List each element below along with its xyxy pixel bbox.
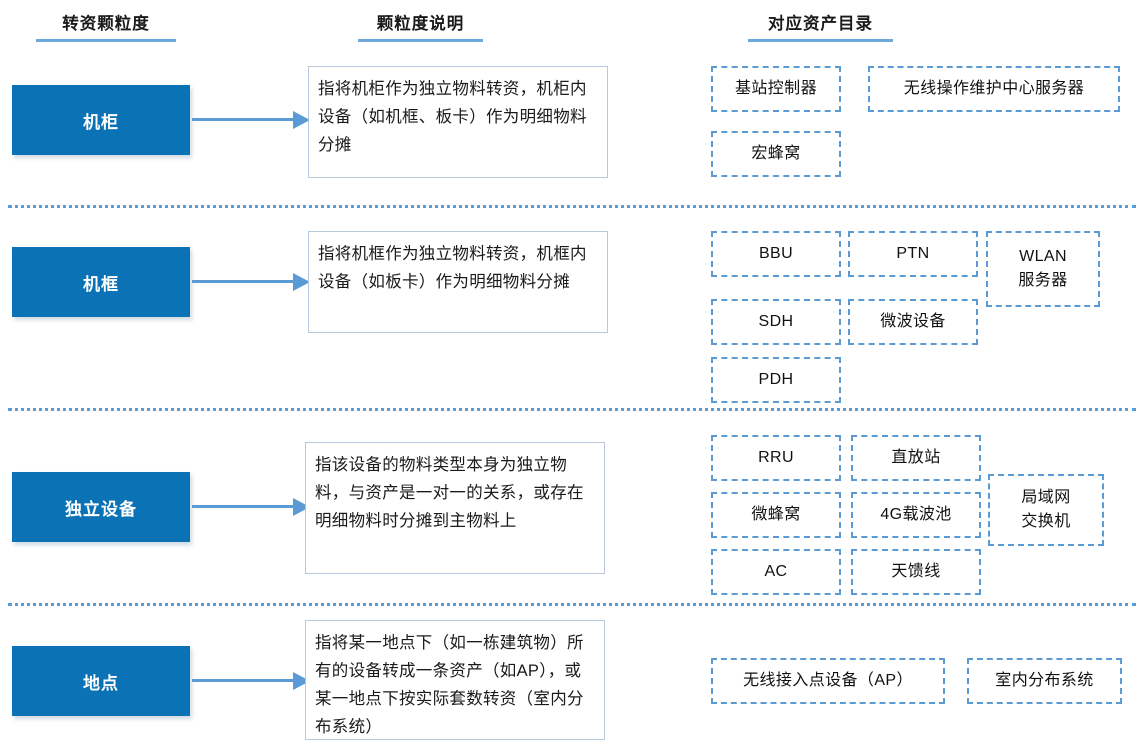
row-cabinet: 机柜 指将机柜作为独立物料转资，机柜内设备（如机框、板卡）作为明细物料分摊 基站… <box>0 52 1142 200</box>
arrow-head-icon <box>293 273 310 291</box>
arrow-cabinet <box>192 111 310 129</box>
asset-chip[interactable]: 室内分布系统 <box>967 658 1122 704</box>
asset-chip[interactable]: PDH <box>711 357 841 403</box>
description-box-cabinet: 指将机柜作为独立物料转资，机柜内设备（如机框、板卡）作为明细物料分摊 <box>308 66 608 178</box>
asset-chip-label: AC <box>764 563 788 580</box>
arrow-location <box>192 672 310 690</box>
asset-chip[interactable]: 无线操作维护中心服务器 <box>868 66 1120 112</box>
asset-chip[interactable]: 局域网 交换机 <box>988 474 1104 546</box>
description-box-standalone-device: 指该设备的物料类型本身为独立物料，与资产是一对一的关系，或存在明细物料时分摊到主… <box>305 442 605 574</box>
asset-chip[interactable]: RRU <box>711 435 841 481</box>
asset-chip-label: RRU <box>758 449 794 466</box>
granularity-box-standalone-device[interactable]: 独立设备 <box>12 472 190 542</box>
granularity-label: 机柜 <box>83 112 119 132</box>
row-subrack: 机框 指将机框作为独立物料转资，机框内设备（如板卡）作为明细物料分摊 BBU P… <box>0 210 1142 403</box>
arrow-subrack <box>192 273 310 291</box>
column-headers: 转资颗粒度 颗粒度说明 对应资产目录 <box>0 0 1142 52</box>
asset-chip[interactable]: AC <box>711 549 841 595</box>
asset-chip-label: 局域网 交换机 <box>1021 489 1071 530</box>
column-header-description-label: 颗粒度说明 <box>376 15 465 33</box>
asset-chip[interactable]: 无线接入点设备（AP） <box>711 658 945 704</box>
arrow-standalone-device <box>192 498 310 516</box>
column-header-asset-catalog-label: 对应资产目录 <box>768 15 873 33</box>
asset-chip[interactable]: BBU <box>711 231 841 277</box>
asset-chip[interactable]: WLAN 服务器 <box>986 231 1100 307</box>
asset-chip-label: 4G载波池 <box>880 506 952 523</box>
arrow-shaft <box>192 505 293 508</box>
granularity-box-subrack[interactable]: 机框 <box>12 247 190 317</box>
column-header-asset-catalog: 对应资产目录 <box>748 10 893 47</box>
asset-chip[interactable]: SDH <box>711 299 841 345</box>
row-divider <box>8 408 1136 411</box>
asset-chip[interactable]: 直放站 <box>851 435 981 481</box>
asset-chip-label: WLAN 服务器 <box>1018 248 1068 289</box>
asset-chip[interactable]: 微波设备 <box>848 299 978 345</box>
asset-chip-label: 无线操作维护中心服务器 <box>903 80 1085 97</box>
asset-chip[interactable]: PTN <box>848 231 978 277</box>
row-standalone-device: 独立设备 指该设备的物料类型本身为独立物料，与资产是一对一的关系，或存在明细物料… <box>0 412 1142 598</box>
row-divider <box>8 205 1136 208</box>
asset-chip-label: 微波设备 <box>880 313 946 330</box>
asset-chip[interactable]: 微蜂窝 <box>711 492 841 538</box>
granularity-label: 地点 <box>83 673 119 693</box>
asset-chip[interactable]: 基站控制器 <box>711 66 841 112</box>
description-text: 指该设备的物料类型本身为独立物料，与资产是一对一的关系，或存在明细物料时分摊到主… <box>315 456 584 530</box>
arrow-head-icon <box>293 111 310 129</box>
asset-chip-label: PDH <box>758 371 794 388</box>
description-text: 指将机柜作为独立物料转资，机柜内设备（如机框、板卡）作为明细物料分摊 <box>318 80 587 154</box>
column-header-underline <box>748 39 893 42</box>
column-header-granularity: 转资颗粒度 <box>36 10 176 47</box>
row-location: 地点 指将某一地点下（如一栋建筑物）所有的设备转成一条资产（如AP），或某一地点… <box>0 610 1142 741</box>
column-header-underline <box>36 39 176 42</box>
asset-chip-label: 天馈线 <box>891 563 941 580</box>
description-box-subrack: 指将机框作为独立物料转资，机框内设备（如板卡）作为明细物料分摊 <box>308 231 608 333</box>
asset-chip-label: 宏蜂窝 <box>751 145 801 162</box>
row-divider <box>8 603 1136 606</box>
asset-chip-label: 室内分布系统 <box>995 672 1094 689</box>
asset-chip-label: 基站控制器 <box>734 80 817 97</box>
description-box-location: 指将某一地点下（如一栋建筑物）所有的设备转成一条资产（如AP），或某一地点下按实… <box>305 620 605 740</box>
column-header-underline <box>358 39 483 42</box>
asset-chip-label: SDH <box>758 313 794 330</box>
asset-chip[interactable]: 4G载波池 <box>851 492 981 538</box>
granularity-label: 机框 <box>83 274 119 294</box>
asset-chip-label: 微蜂窝 <box>751 506 801 523</box>
arrow-shaft <box>192 679 293 682</box>
granularity-box-location[interactable]: 地点 <box>12 646 190 716</box>
asset-chip-label: BBU <box>758 245 794 262</box>
column-header-description: 颗粒度说明 <box>358 10 483 47</box>
asset-chip[interactable]: 宏蜂窝 <box>711 131 841 177</box>
column-header-granularity-label: 转资颗粒度 <box>62 15 150 33</box>
asset-chip-label: PTN <box>896 245 930 262</box>
granularity-box-cabinet[interactable]: 机柜 <box>12 85 190 155</box>
description-text: 指将机框作为独立物料转资，机框内设备（如板卡）作为明细物料分摊 <box>318 245 587 291</box>
description-text: 指将某一地点下（如一栋建筑物）所有的设备转成一条资产（如AP），或某一地点下按实… <box>315 634 584 736</box>
arrow-shaft <box>192 280 293 283</box>
asset-chip-label: 直放站 <box>891 449 941 466</box>
granularity-label: 独立设备 <box>65 499 137 519</box>
asset-chip[interactable]: 天馈线 <box>851 549 981 595</box>
arrow-shaft <box>192 118 293 121</box>
asset-chip-label: 无线接入点设备（AP） <box>743 672 913 689</box>
